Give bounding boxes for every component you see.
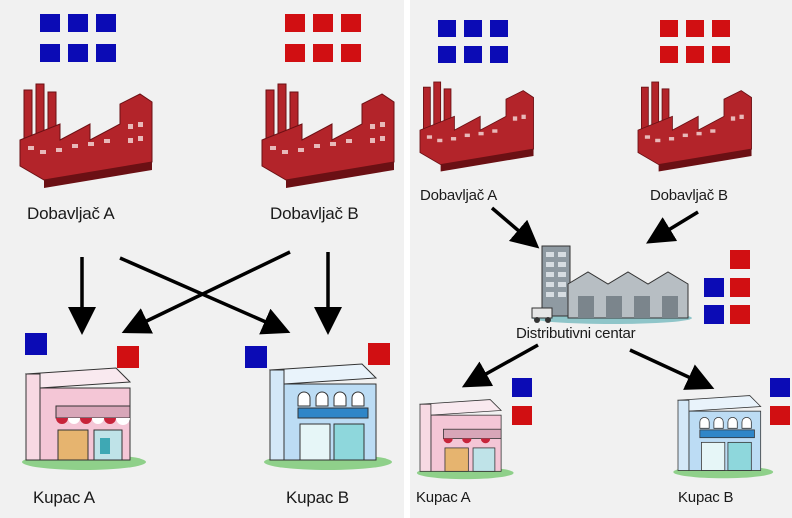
customer-a-label: Kupac A [416, 489, 471, 506]
supplier-a-product-grid [40, 14, 116, 62]
customer-a-blue-product [512, 378, 532, 397]
warehouse-icon [531, 245, 692, 324]
customer-b-blue-product [770, 378, 790, 397]
customer-b-label: Kupac B [286, 488, 349, 507]
customer-a-label: Kupac A [33, 488, 95, 507]
supplier-b-product-grid [660, 20, 730, 63]
arrow-icon [68, 250, 342, 335]
factory-icon [261, 83, 395, 188]
supplier-a-label: Dobavljač A [27, 204, 115, 223]
customer-b-red-product [368, 343, 390, 365]
supplier-b-product-grid [285, 14, 361, 62]
direct-delivery-panel: Dobavljač A Dobavljač B Kupac A Kupac B [0, 0, 404, 518]
distribution-center-stock [704, 250, 750, 324]
supplier-b-label: Dobavljač B [270, 204, 359, 223]
customer-b-label: Kupac B [678, 489, 734, 506]
factory-icon [419, 81, 534, 172]
customer-b-blue-product [245, 346, 267, 368]
distribution-center-art [416, 20, 790, 480]
factory-icon [637, 81, 752, 172]
supplier-a-product-grid [438, 20, 508, 63]
customer-a-red-product [512, 406, 532, 425]
shop-icon [416, 399, 514, 480]
shop-icon [673, 395, 774, 479]
distribution-center-label: Distributivni centar [516, 325, 636, 342]
supplier-a-label: Dobavljač A [420, 187, 498, 204]
factory-icon [19, 83, 153, 188]
customer-b-red-product [770, 406, 790, 425]
customer-a-blue-product [25, 333, 47, 355]
supplier-b-label: Dobavljač B [650, 187, 728, 204]
direct-delivery-art [19, 14, 395, 470]
shop-icon [264, 363, 392, 470]
arrow-icon [461, 206, 715, 390]
customer-a-red-product [117, 346, 139, 368]
shop-icon [22, 367, 146, 470]
distribution-center-panel: Dobavljač A Dobavljač B Distributivni ce… [410, 0, 792, 518]
